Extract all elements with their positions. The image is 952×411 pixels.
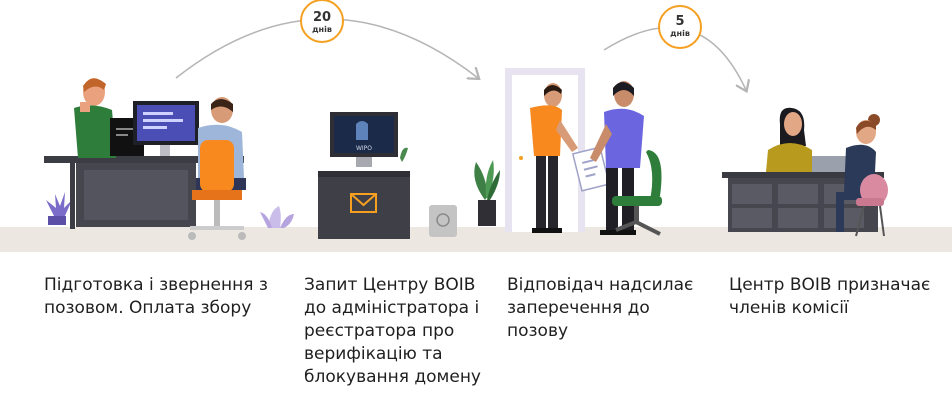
seated-woman-bun: [836, 114, 880, 232]
pink-chair: [855, 174, 888, 237]
duration-badge-1: 20 днів: [300, 0, 344, 43]
badge-unit: днів: [312, 24, 332, 34]
small-plant: [260, 206, 294, 228]
desk-top: [44, 156, 244, 163]
seated-woman: [766, 107, 812, 172]
document-icon: [571, 146, 611, 192]
step-3-text: Відповідач надсилає заперечення до позов…: [507, 275, 694, 341]
panel-table-top: [722, 172, 884, 178]
badge-number: 20: [313, 10, 331, 25]
purple-shirt-man: [590, 81, 644, 235]
step-2-text: Запит Центру ВОІВ до адміністратора і ре…: [304, 275, 481, 387]
scene-panel: [722, 107, 888, 237]
potted-plant: [474, 160, 500, 226]
mail-icon: [350, 193, 377, 213]
orange-chair: [188, 140, 246, 240]
scene-office: [44, 78, 294, 240]
recycle-bin: [429, 205, 457, 237]
badge-unit: днів: [670, 28, 690, 38]
orange-shirt-man: [530, 83, 578, 233]
scene-door: [474, 68, 662, 236]
purple-plant: [46, 192, 72, 225]
step-4-text: Центр ВОІВ призначає членів комісії: [729, 275, 931, 318]
wipo-logo: WIPO: [356, 145, 372, 152]
standing-man: [74, 78, 116, 158]
laptop-icon: [812, 156, 846, 172]
duration-badge-2: 5 днів: [658, 5, 702, 49]
green-chair: [612, 150, 662, 236]
step-1-text: Підготовка і звернення з позовом. Оплата…: [44, 275, 268, 318]
scene-wipo: WIPO: [318, 112, 457, 239]
badge-number: 5: [675, 14, 684, 29]
